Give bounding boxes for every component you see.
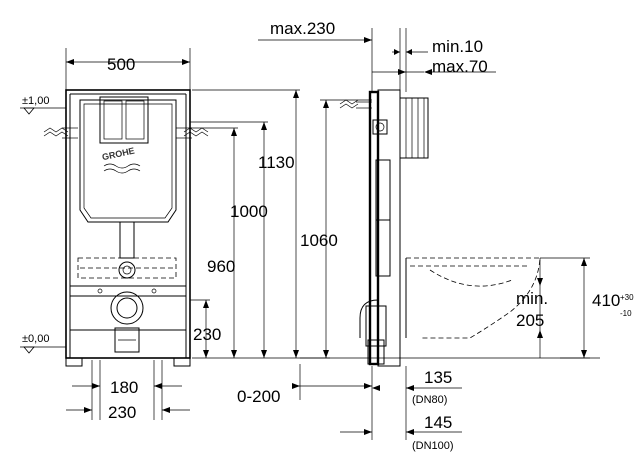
- dim-960-label: 960: [207, 257, 235, 276]
- side-view: max.230 min.10 max.70 1060: [237, 19, 634, 452]
- dn80-label: (DN80): [412, 394, 447, 406]
- dim-230-bottom-label: 230: [108, 403, 136, 422]
- tolerance-minus: -10: [620, 309, 632, 318]
- dim-width-label: 500: [107, 55, 135, 74]
- front-view: 500 GROHE ±1,00 ±0,00: [20, 48, 330, 422]
- dim-135-label: 135: [424, 368, 452, 387]
- dim-0-200-label: 0-200: [237, 387, 280, 406]
- dn100-label: (DN100): [412, 440, 454, 452]
- dim-min10-label: min.10: [432, 37, 483, 56]
- level-bottom-label: ±0,00: [22, 333, 49, 345]
- level-top-label: ±1,00: [22, 95, 49, 107]
- dim-1000-label: 1000: [230, 202, 268, 221]
- dim-min205-label: 205: [516, 311, 544, 330]
- dim-min-label: min.: [516, 289, 548, 308]
- dim-max230-label: max.230: [270, 19, 335, 38]
- dim-180-label: 180: [110, 378, 138, 397]
- dim-230-label: 230: [193, 325, 221, 344]
- dim-1060-label: 1060: [300, 231, 338, 250]
- dim-1130-label: 1130: [258, 153, 295, 172]
- dim-max70-label: max.70: [432, 57, 488, 76]
- dim-145-label: 145: [424, 413, 452, 432]
- dim-410-label: 410: [592, 291, 620, 310]
- brand-logo: GROHE: [101, 146, 135, 163]
- tolerance-plus: +30: [620, 293, 634, 302]
